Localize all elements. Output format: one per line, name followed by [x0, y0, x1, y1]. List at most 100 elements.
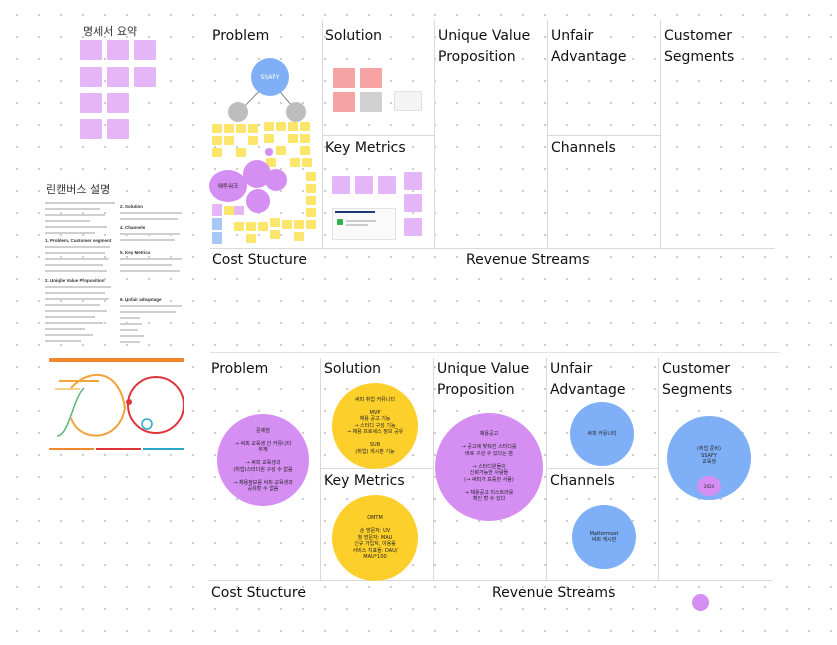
channels-circle[interactable]: Mattermost 싸피 게시판 [572, 505, 636, 569]
sticky-note[interactable] [258, 222, 268, 231]
summary-title: 명세서 요약 [83, 23, 137, 39]
sticky-note[interactable] [306, 208, 316, 217]
sticky-note[interactable] [300, 146, 310, 155]
sticky-note[interactable] [248, 124, 258, 133]
doc-section-heading: 1. Problem, Customer segment [45, 238, 111, 243]
top-uvp-label: Unique Value Proposition [438, 26, 538, 68]
bottom-revenue-label: Revenue Streams [492, 583, 615, 604]
sticky-note[interactable] [355, 176, 373, 194]
sticky-note[interactable] [306, 172, 316, 181]
unfair-advantage-circle[interactable]: 싸피 커뮤니티 [570, 402, 634, 466]
bottom-uvp-label: Unique Value Proposition [437, 359, 537, 401]
sticky-note[interactable] [107, 40, 129, 60]
problem-circle[interactable]: 문제점 → 싸피 교육생 간 커뮤니티 부재 → 싸피 교육생과 (취업)스터디… [217, 414, 309, 506]
sticky-note[interactable] [236, 148, 246, 157]
sticky-note[interactable] [134, 67, 156, 87]
top-solution-label: Solution [325, 26, 382, 47]
bottom-problem-label: Problem [211, 359, 268, 380]
sticky-note[interactable] [302, 158, 312, 167]
sticky-note[interactable] [80, 67, 102, 87]
sticky-note[interactable] [264, 134, 274, 143]
bottom-cost-label: Cost Stucture [211, 583, 306, 604]
node-circle-large[interactable]: 애투워크 [209, 170, 247, 202]
description-document: 1. Problem, Customer segment 2. Unique V… [45, 200, 185, 350]
sticky-note[interactable] [107, 119, 129, 139]
sticky-note[interactable] [404, 194, 422, 212]
solution-circle[interactable]: 싸피 취업 커뮤니티 MVP 채용 공고 기능 → 스터디 구성 기능 → 채용… [332, 383, 418, 469]
sticky-note[interactable] [224, 124, 234, 133]
diagram-thumbnail[interactable] [49, 358, 184, 453]
branch-node[interactable] [228, 102, 248, 122]
sticky-note[interactable] [333, 92, 355, 112]
sticky-note[interactable] [80, 40, 102, 60]
sticky-note[interactable] [212, 124, 222, 133]
sticky-note[interactable] [276, 122, 286, 131]
sticky-note[interactable] [332, 176, 350, 194]
sticky-note[interactable] [224, 136, 234, 145]
sticky-note[interactable] [288, 134, 298, 143]
doc-section-heading: 2. Unique Value Proposition [45, 278, 105, 283]
top-key-metrics-label: Key Metrics [325, 138, 406, 159]
top-problem-label: Problem [212, 26, 269, 47]
sticky-note[interactable] [234, 222, 244, 231]
sticky-note[interactable] [288, 122, 298, 131]
summary-stickies [80, 40, 160, 140]
sticky-note[interactable] [224, 206, 234, 215]
node-circle[interactable] [246, 189, 270, 213]
sticky-note[interactable] [294, 232, 304, 241]
uvp-circle[interactable]: 채용공고 → 공고에 맞춰진 스터디를 바로 구성 수 있다는 점 → 스터디원… [435, 413, 543, 521]
sticky-note[interactable] [134, 40, 156, 60]
screenshot-thumbnail[interactable] [332, 208, 396, 240]
sticky-note[interactable] [404, 218, 422, 236]
sticky-note[interactable] [212, 204, 222, 216]
branch-node[interactable] [286, 102, 306, 122]
sticky-note[interactable] [80, 119, 102, 139]
root-node-circle[interactable]: SSAFY [251, 58, 289, 96]
customer-sub-circle[interactable]: 2024 [697, 476, 721, 496]
top-channels-label: Channels [551, 138, 616, 159]
floating-dot[interactable] [692, 594, 709, 611]
top-customer-label: Customer Segments [664, 26, 754, 68]
sticky-note[interactable] [212, 232, 222, 244]
sticky-note[interactable] [234, 206, 244, 215]
key-metrics-circle[interactable]: OMTM 순 방문자: UV 월 방문자: MAU 신규 가입자, 이용률 서비… [332, 495, 418, 581]
sticky-note[interactable] [276, 146, 286, 155]
sticky-note[interactable] [306, 196, 316, 205]
sticky-note[interactable] [107, 93, 129, 113]
node-circle[interactable] [265, 148, 273, 156]
sticky-note[interactable] [306, 220, 316, 229]
sticky-note[interactable] [294, 220, 304, 229]
sticky-note[interactable] [80, 93, 102, 113]
sticky-note[interactable] [246, 222, 256, 231]
doc-section-heading: 5. Key Metrics [120, 250, 150, 255]
bottom-customer-label: Customer Segments [662, 359, 752, 401]
sticky-note[interactable] [394, 91, 422, 111]
doc-section-heading: 4. Channels [120, 225, 145, 230]
sticky-note[interactable] [107, 67, 129, 87]
sticky-note[interactable] [212, 136, 222, 145]
sticky-note[interactable] [300, 134, 310, 143]
sticky-note[interactable] [360, 92, 382, 112]
node-circle[interactable] [265, 169, 287, 191]
sticky-note[interactable] [270, 218, 280, 227]
sticky-note[interactable] [290, 158, 300, 167]
sticky-note[interactable] [300, 122, 310, 131]
sticky-note[interactable] [248, 136, 258, 145]
sticky-note[interactable] [212, 148, 222, 157]
bottom-solution-label: Solution [324, 359, 381, 380]
sticky-note[interactable] [306, 184, 316, 193]
sticky-note[interactable] [246, 234, 256, 243]
sticky-note[interactable] [282, 220, 292, 229]
sticky-note[interactable] [264, 122, 274, 131]
top-revenue-label: Revenue Streams [466, 250, 589, 271]
bottom-channels-label: Channels [550, 471, 615, 492]
sticky-note[interactable] [360, 68, 382, 88]
sticky-note[interactable] [404, 172, 422, 190]
sticky-note[interactable] [333, 68, 355, 88]
sticky-note[interactable] [236, 124, 246, 133]
sticky-note[interactable] [212, 218, 222, 230]
sticky-note[interactable] [378, 176, 396, 194]
doc-section-heading: 2. Solution [120, 204, 143, 209]
top-unfair-label: Unfair Advantage [551, 26, 641, 68]
sticky-note[interactable] [270, 230, 280, 239]
